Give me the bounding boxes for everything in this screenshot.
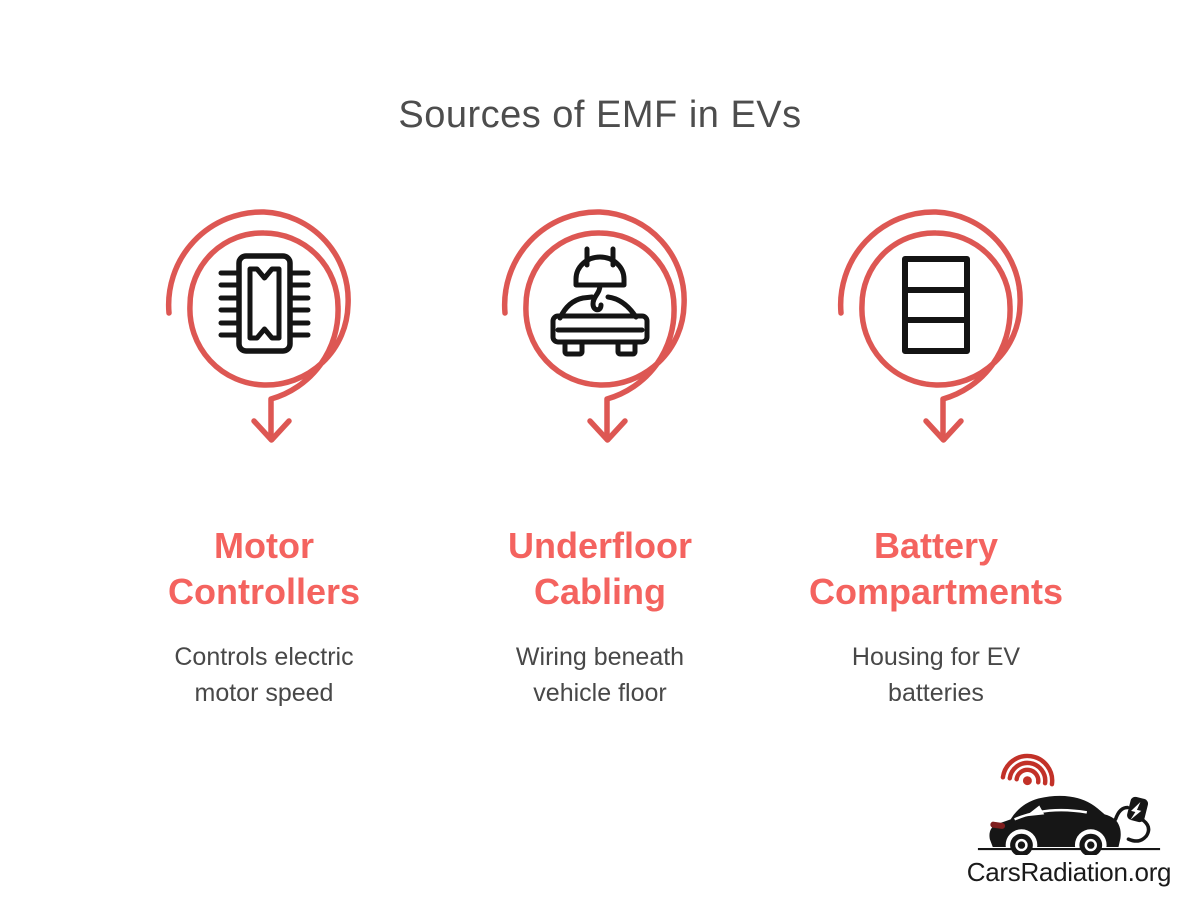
down-arrowhead [587,418,628,443]
column-heading: Motor Controllers [167,525,361,612]
page-title: Sources of EMF in EVs [398,94,802,136]
chip-icon [218,253,311,354]
column-description: Housing for EV batteries [851,643,1021,707]
column-description: Wiring beneath vehicle floor [515,643,685,707]
spiral-arrow [837,209,1023,443]
down-arrowhead [251,418,292,443]
spiral-arrow-chip [165,209,351,443]
column-motor-controllers: Motor Controllers Controls electric moto… [96,195,432,711]
spiral-arrow-battery [837,209,1023,443]
radiation-waves-icon [1000,753,1055,787]
spiral-arrow-car [501,209,687,443]
columns-row: Motor Controllers Controls electric moto… [0,195,1200,711]
column-heading: Battery Compartments [808,525,1064,612]
column-battery-compartments: Battery Compartments Housing for EV batt… [768,195,1104,711]
down-arrowhead [923,418,964,443]
brand-logo: CarsRadiation.org [962,751,1176,888]
spiral-arrow [501,209,687,443]
ev-car-charging-icon [550,246,650,357]
brand-name: CarsRadiation.org [966,857,1172,887]
battery-icon [902,256,970,354]
headlight [990,821,1006,829]
charging-plug [1113,796,1151,843]
lightning-bolt-icon [1130,802,1142,820]
column-heading: Underfloor Cabling [508,525,692,612]
column-underfloor-cabling: Underfloor Cabling Wiring beneath vehicl… [432,195,768,711]
spiral-arrow [165,209,351,443]
column-description: Controls electric motor speed [174,643,354,707]
carsradiation-logo-icon [977,753,1161,855]
wheels [1010,833,1103,855]
